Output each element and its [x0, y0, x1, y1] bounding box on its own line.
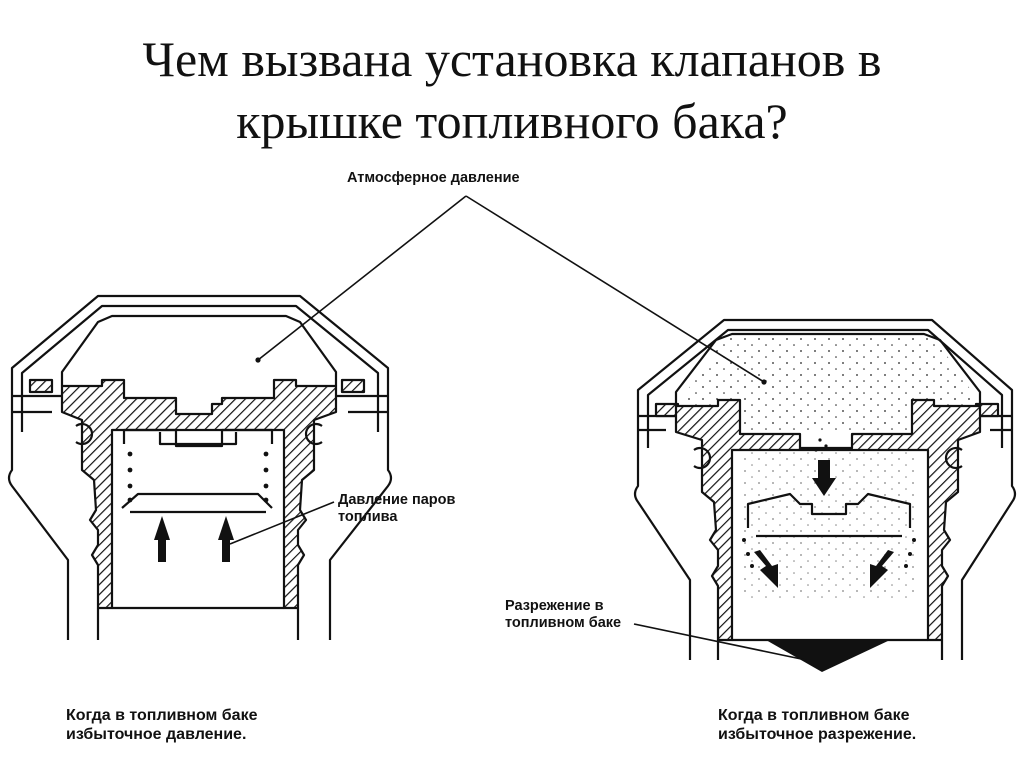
tank-vacuum-label-line-2: топливном баке	[505, 615, 622, 631]
right-airflow-arrows	[754, 460, 894, 588]
left-valve-plate	[121, 492, 273, 509]
title-line-2: крышке топливного бака?	[236, 93, 788, 149]
vacuum-wedge	[766, 640, 890, 672]
left-caption: Когда в топливном баке избыточное давлен…	[66, 706, 257, 744]
right-cap-hatched-body	[674, 398, 982, 642]
vapor-pressure-label-line-1: Давление паров	[338, 492, 456, 508]
left-fuel-cap	[7, 195, 467, 640]
tank-vacuum-label: Разрежение в топливном баке	[505, 598, 621, 632]
left-cap-shell	[10, 294, 390, 440]
left-cap-hatched-body	[60, 378, 338, 610]
left-caption-line-1: Когда в топливном баке	[66, 707, 258, 724]
right-caption-line-2: избыточное разрежение.	[718, 726, 917, 743]
right-caption: Когда в топливном баке избыточное разреж…	[718, 706, 916, 744]
left-filler-neck	[7, 440, 393, 640]
vapor-pressure-label: Давление паров топлива	[338, 492, 455, 526]
right-filler-neck	[633, 456, 1017, 660]
slide-title: Чем вызвана установка клапанов в крышке …	[60, 28, 964, 152]
right-fuel-cap	[465, 195, 1017, 672]
left-caption-line-2: избыточное давление.	[66, 726, 247, 743]
right-caption-line-1: Когда в топливном баке	[718, 707, 910, 724]
tank-vacuum-label-line-1: Разрежение в	[505, 598, 604, 614]
right-cap-shell	[636, 318, 1014, 456]
vapor-pressure-label-line-2: топлива	[338, 509, 398, 525]
left-pressure-arrows	[154, 516, 234, 562]
atmospheric-pressure-label: Атмосферное давление	[347, 170, 520, 186]
right-valve-plate	[746, 492, 912, 528]
title-line-1: Чем вызвана установка клапанов в	[142, 31, 882, 87]
